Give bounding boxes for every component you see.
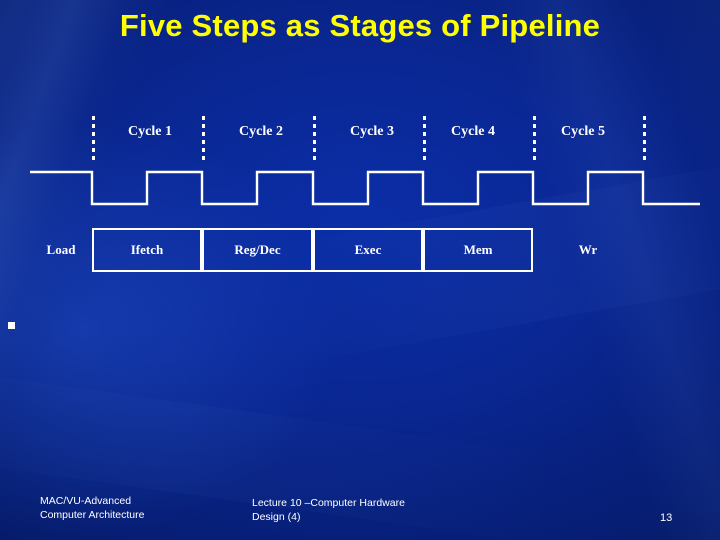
footer-left-line2: Computer Architecture bbox=[40, 509, 145, 521]
cycle-divider bbox=[202, 116, 205, 164]
cycle-divider bbox=[533, 116, 536, 164]
stage-exec: Exec bbox=[313, 228, 423, 272]
footer-center-line1: Lecture 10 –Computer Hardware bbox=[252, 497, 405, 509]
cycle-divider bbox=[423, 116, 426, 164]
stage-regdec: Reg/Dec bbox=[202, 228, 313, 272]
cycle-label-5: Cycle 5 bbox=[561, 124, 605, 139]
footer-left-line1: MAC/VU-Advanced bbox=[40, 495, 132, 507]
footer-center-line2: Design (4) bbox=[252, 511, 301, 523]
page-number: 13 bbox=[660, 512, 673, 524]
stage-wr: Wr bbox=[578, 242, 598, 257]
stage-load: Load bbox=[46, 242, 76, 257]
footer-left: MAC/VU-Advanced Computer Architecture bbox=[40, 494, 144, 522]
cycle-divider bbox=[92, 116, 95, 164]
cycle-divider bbox=[643, 116, 646, 164]
footer-center: Lecture 10 –Computer Hardware Design (4) bbox=[252, 496, 405, 524]
clock-waveform bbox=[30, 170, 700, 206]
cycle-divider bbox=[313, 116, 316, 164]
cycle-label-4: Cycle 4 bbox=[451, 124, 495, 139]
slide-title: Five Steps as Stages of Pipeline bbox=[119, 8, 601, 43]
bullet-marker bbox=[8, 322, 15, 329]
cycle-label-1: Cycle 1 bbox=[128, 124, 172, 139]
pipeline-diagram: Cycle 1 Cycle 2 Cycle 3 Cycle 4 Cycle 5 … bbox=[0, 108, 720, 288]
stage-mem: Mem bbox=[423, 228, 533, 272]
cycle-label-2: Cycle 2 bbox=[239, 124, 283, 139]
cycle-label-3: Cycle 3 bbox=[350, 124, 394, 139]
stage-ifetch: Ifetch bbox=[92, 228, 202, 272]
